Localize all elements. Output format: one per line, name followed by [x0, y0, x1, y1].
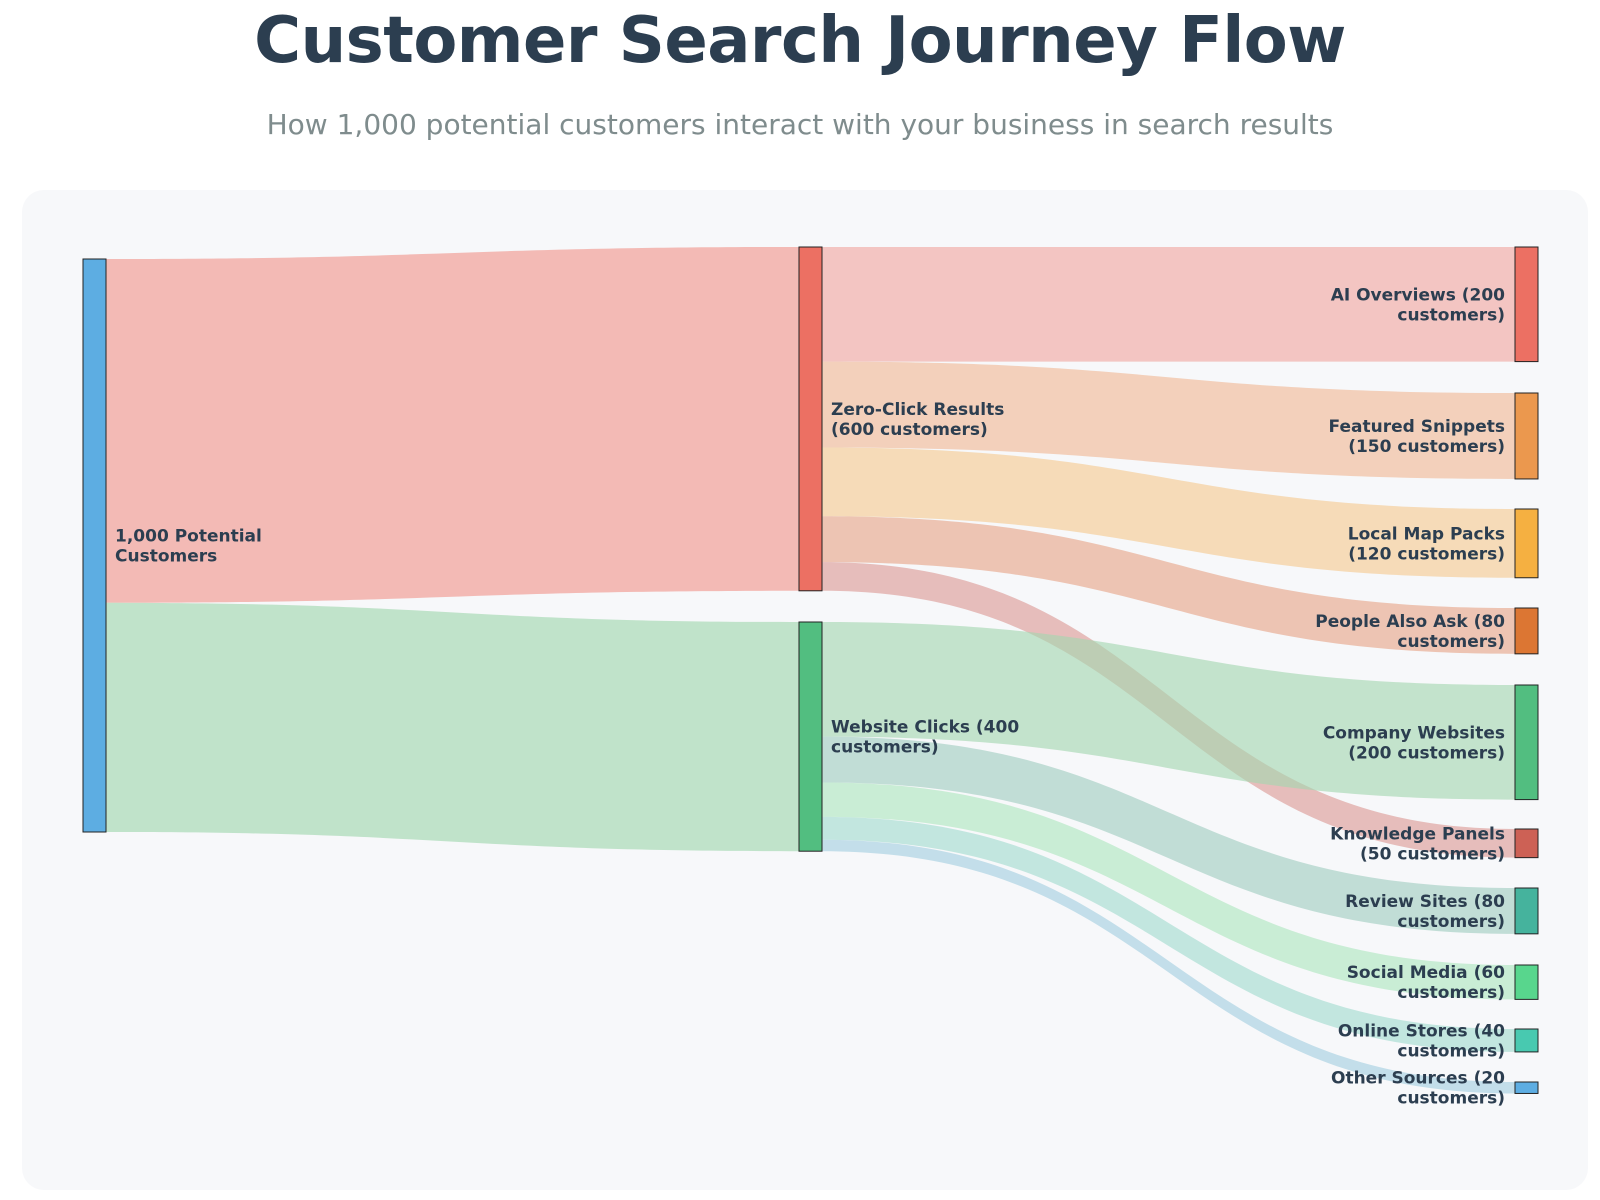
node-bar[interactable]: [1514, 607, 1539, 655]
node-bar[interactable]: [1514, 1028, 1539, 1053]
node-label-line: customers): [1397, 1041, 1505, 1061]
node-label-line: Other Sources (20: [1331, 1069, 1505, 1089]
link-potential-to-zero-click[interactable]: [106, 247, 799, 603]
node-label-line: Company Websites: [1323, 723, 1505, 743]
node-label-line: customers): [1397, 305, 1505, 325]
link-zero-click-to-ai-overviews[interactable]: [822, 247, 1515, 362]
page-subtitle: How 1,000 potential customers interact w…: [266, 108, 1334, 141]
link-zero-click-to-local-map-packs[interactable]: [822, 447, 1515, 578]
node-label-line: Online Stores (40: [1338, 1021, 1505, 1041]
node-zero-click[interactable]: Zero-Click Results(600 customers): [798, 246, 1004, 592]
node-label-line: Knowledge Panels: [1330, 824, 1505, 844]
node-bar[interactable]: [1514, 964, 1539, 1000]
page-title: Customer Search Journey Flow: [254, 4, 1346, 78]
node-bar[interactable]: [1514, 684, 1539, 801]
node-label-line: (150 customers): [1348, 437, 1505, 457]
node-company-websites[interactable]: Company Websites(200 customers): [1323, 684, 1539, 801]
node-label-line: (120 customers): [1348, 544, 1505, 564]
node-knowledge-panels[interactable]: Knowledge Panels(50 customers): [1330, 824, 1539, 864]
node-label-line: Social Media (60: [1347, 963, 1505, 983]
link-website-clicks-to-other-sources[interactable]: [822, 839, 1515, 1094]
node-label-line: customers): [1397, 632, 1505, 652]
node-label-line: Local Map Packs: [1348, 524, 1505, 544]
node-label: Zero-Click Results(600 customers): [831, 400, 1004, 440]
link-website-clicks-to-social-media[interactable]: [822, 782, 1515, 1000]
node-label: Knowledge Panels(50 customers): [1330, 824, 1505, 864]
node-bar[interactable]: [798, 621, 823, 852]
node-bar[interactable]: [1514, 508, 1539, 579]
node-label-line: Website Clicks (400: [831, 718, 1019, 738]
links-layer: [106, 247, 1515, 1094]
node-label-line: People Also Ask (80: [1315, 612, 1505, 632]
link-zero-click-to-people-also-ask[interactable]: [822, 516, 1515, 654]
link-website-clicks-to-company-websites[interactable]: [822, 622, 1515, 800]
node-local-map-packs[interactable]: Local Map Packs(120 customers): [1348, 508, 1539, 579]
node-label-line: Zero-Click Results: [831, 400, 1004, 420]
link-website-clicks-to-online-stores[interactable]: [822, 816, 1515, 1052]
node-label-line: 1,000 Potential: [115, 527, 262, 547]
node-label-line: customers): [1397, 912, 1505, 932]
node-label-line: (50 customers): [1360, 844, 1505, 864]
node-featured-snippets[interactable]: Featured Snippets(150 customers): [1329, 392, 1539, 480]
node-bar[interactable]: [1514, 1081, 1539, 1094]
link-website-clicks-to-review-sites[interactable]: [822, 736, 1515, 934]
node-bar[interactable]: [82, 258, 107, 833]
node-label-line: customers): [1397, 983, 1505, 1003]
node-label-line: (200 customers): [1348, 743, 1505, 763]
node-bar[interactable]: [1514, 246, 1539, 363]
node-bar[interactable]: [1514, 828, 1539, 859]
node-bar[interactable]: [1514, 887, 1539, 935]
node-label: Company Websites(200 customers): [1323, 723, 1505, 763]
node-label-line: AI Overviews (200: [1331, 285, 1505, 305]
node-label: Featured Snippets(150 customers): [1329, 417, 1505, 457]
node-label-line: Review Sites (80: [1345, 892, 1505, 912]
node-bar[interactable]: [798, 246, 823, 592]
node-label-line: (600 customers): [831, 420, 988, 440]
node-label-line: Featured Snippets: [1329, 417, 1505, 437]
node-bar[interactable]: [1514, 392, 1539, 480]
node-label-line: Customers: [115, 547, 217, 567]
link-potential-to-website-clicks[interactable]: [106, 602, 799, 852]
node-label-line: customers): [831, 738, 939, 758]
link-zero-click-to-featured-snippets[interactable]: [822, 361, 1515, 479]
node-label: Local Map Packs(120 customers): [1348, 524, 1505, 564]
node-label-line: customers): [1397, 1089, 1505, 1109]
